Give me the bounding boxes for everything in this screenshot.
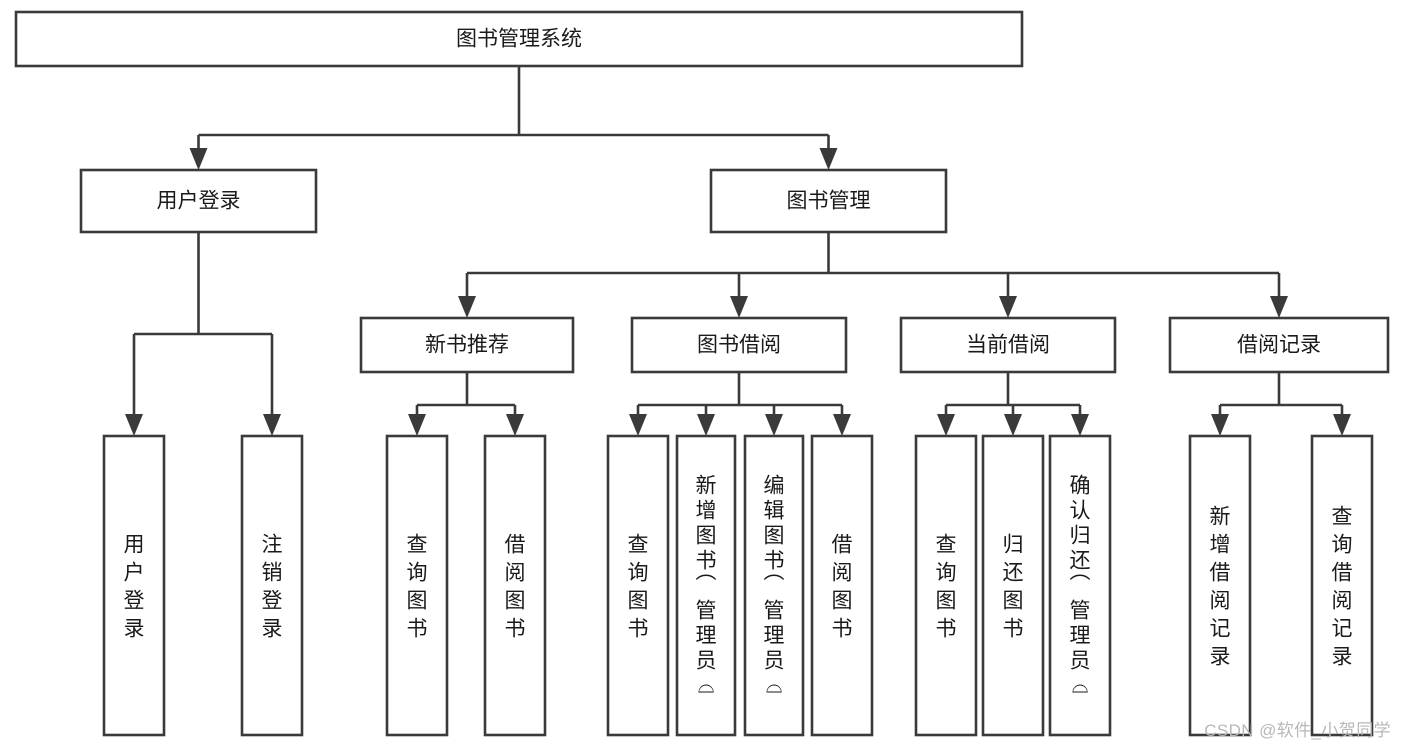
node-leaf-borrow-book-2[interactable]: 借阅图书 (810, 434, 874, 737)
node-box[interactable] (79, 168, 318, 234)
arrow-head-icon (999, 296, 1017, 318)
node-box[interactable] (1168, 316, 1390, 374)
node-label: 注销登录 (262, 533, 283, 640)
arrow-head-icon (833, 414, 851, 436)
node-label: 新书推荐 (425, 334, 509, 357)
connector-lines (125, 66, 1351, 436)
node-leaf-user-logout[interactable]: 注销登录 (240, 434, 304, 737)
node-box[interactable] (743, 434, 805, 737)
node-book-manage[interactable]: 图书管理 (709, 168, 948, 234)
node-label: 查询图书 (936, 533, 957, 640)
node-leaf-return-book[interactable]: 归还图书 (981, 434, 1045, 737)
node-box[interactable] (102, 434, 166, 737)
node-label: 新增借阅记录 (1210, 505, 1231, 668)
node-box[interactable] (385, 434, 449, 737)
arrow-head-icon (629, 414, 647, 436)
node-box[interactable] (709, 168, 948, 234)
node-box[interactable] (1310, 434, 1374, 737)
arrow-head-icon (1071, 414, 1089, 436)
node-label: 借阅记录 (1237, 334, 1321, 357)
arrow-head-icon (408, 414, 426, 436)
node-label: 用户登录 (157, 190, 241, 213)
node-box[interactable] (14, 10, 1024, 68)
node-box[interactable] (981, 434, 1045, 737)
arrow-head-icon (937, 414, 955, 436)
arrow-head-icon (263, 414, 281, 436)
node-label: 查询借阅记录 (1332, 505, 1353, 668)
node-box[interactable] (630, 316, 848, 374)
node-boxes: 图书管理系统用户登录图书管理新书推荐图书借阅当前借阅借阅记录用户登录注销登录查询… (14, 10, 1390, 737)
arrow-head-icon (819, 148, 838, 170)
arrow-head-icon (730, 296, 748, 318)
arrow-head-icon (697, 414, 715, 436)
node-label: 查询图书 (407, 533, 428, 640)
node-box[interactable] (899, 316, 1117, 374)
node-box[interactable] (359, 316, 575, 374)
node-box[interactable] (914, 434, 978, 737)
node-box[interactable] (1048, 434, 1112, 737)
node-leaf-add-record[interactable]: 新增借阅记录 (1188, 434, 1252, 737)
node-label: 图书借阅 (697, 334, 781, 357)
node-label: 图书管理 (787, 190, 871, 213)
node-label: 用户登录 (124, 533, 145, 640)
node-leaf-borrow-book-1[interactable]: 借阅图书 (483, 434, 547, 737)
arrow-head-icon (189, 148, 208, 170)
node-label: 确认归还⌒管理员⌓ (1070, 475, 1091, 698)
node-leaf-confirm-return[interactable]: 确认归还⌒管理员⌓ (1048, 434, 1112, 737)
node-box[interactable] (675, 434, 737, 737)
node-leaf-add-book[interactable]: 新增图书⌒管理员⌓ (675, 434, 737, 737)
node-box[interactable] (606, 434, 670, 737)
arrow-head-icon (1211, 414, 1229, 436)
node-root[interactable]: 图书管理系统 (14, 10, 1024, 68)
node-leaf-query-book-3[interactable]: 查询图书 (914, 434, 978, 737)
node-leaf-edit-book[interactable]: 编辑图书⌒管理员⌓ (743, 434, 805, 737)
node-leaf-query-book-1[interactable]: 查询图书 (385, 434, 449, 737)
node-new-book-recommend[interactable]: 新书推荐 (359, 316, 575, 374)
arrow-head-icon (1004, 414, 1022, 436)
node-label: 图书管理系统 (456, 28, 582, 51)
arrow-head-icon (1333, 414, 1351, 436)
node-label: 当前借阅 (966, 334, 1050, 357)
node-book-borrow[interactable]: 图书借阅 (630, 316, 848, 374)
arrow-head-icon (506, 414, 524, 436)
node-label: 新增图书⌒管理员⌓ (696, 475, 717, 698)
arrow-head-icon (125, 414, 143, 436)
node-label: 借阅图书 (832, 533, 853, 640)
node-label: 借阅图书 (505, 533, 526, 640)
node-label: 编辑图书⌒管理员⌓ (764, 475, 785, 698)
arrow-head-icon (765, 414, 783, 436)
node-box[interactable] (483, 434, 547, 737)
node-leaf-query-book-2[interactable]: 查询图书 (606, 434, 670, 737)
arrow-head-icon (458, 296, 476, 318)
node-box[interactable] (240, 434, 304, 737)
node-borrow-record[interactable]: 借阅记录 (1168, 316, 1390, 374)
node-user-login[interactable]: 用户登录 (79, 168, 318, 234)
node-current-borrow[interactable]: 当前借阅 (899, 316, 1117, 374)
node-box[interactable] (810, 434, 874, 737)
node-leaf-user-login[interactable]: 用户登录 (102, 434, 166, 737)
node-label: 归还图书 (1003, 533, 1024, 640)
node-label: 查询图书 (628, 533, 649, 640)
node-box[interactable] (1188, 434, 1252, 737)
node-leaf-query-record[interactable]: 查询借阅记录 (1310, 434, 1374, 737)
arrow-head-icon (1270, 296, 1288, 318)
